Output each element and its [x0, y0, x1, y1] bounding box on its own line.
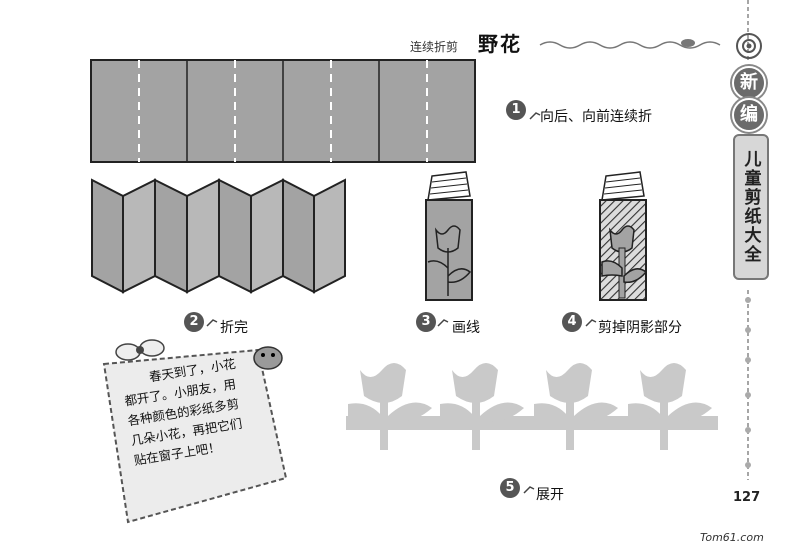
target-icon	[736, 33, 762, 59]
watermark: Tom61.com	[700, 531, 764, 544]
step-1-label: 向后、向前连续折	[540, 109, 652, 125]
hatched-cut-stack	[599, 171, 648, 301]
step-5-label: 展开	[536, 487, 564, 503]
music-note-icon	[523, 486, 535, 494]
step-4-label: 剪掉阴影部分	[598, 320, 682, 336]
page-title: 野花	[478, 32, 522, 56]
music-note-icon	[529, 112, 541, 120]
step-1-number: 1	[506, 100, 526, 120]
folded-strip	[90, 59, 476, 163]
step-3-label: 画线	[452, 320, 480, 336]
flower-chain	[346, 363, 718, 450]
sidebar-badge-edit: 编	[732, 98, 766, 132]
note-card	[102, 348, 288, 524]
header-decoration	[539, 41, 721, 49]
music-note-icon	[437, 319, 449, 327]
hippo-icon	[253, 346, 283, 370]
margin-vine	[745, 0, 751, 480]
flower-icon	[440, 363, 524, 450]
music-note-icon	[585, 319, 597, 327]
sidebar-badge-new: 新	[732, 66, 766, 100]
accordion-fold	[91, 178, 346, 294]
step-2-label: 折完	[220, 320, 248, 336]
subtitle: 连续折剪	[410, 40, 459, 54]
step-2-number: 2	[184, 312, 204, 332]
step-3-number: 3	[416, 312, 436, 332]
flower-icon	[628, 363, 712, 450]
step-5-number: 5	[500, 478, 520, 498]
drawn-outline-stack	[425, 171, 473, 301]
book-title-vertical: 儿童剪纸大全	[733, 134, 769, 280]
flower-icon	[348, 363, 432, 450]
bow-icon	[115, 339, 165, 361]
flower-icon	[534, 363, 618, 450]
step-4-number: 4	[562, 312, 582, 332]
music-note-icon	[206, 319, 218, 327]
clip-icon	[681, 39, 695, 47]
page-number: 127	[733, 490, 761, 505]
